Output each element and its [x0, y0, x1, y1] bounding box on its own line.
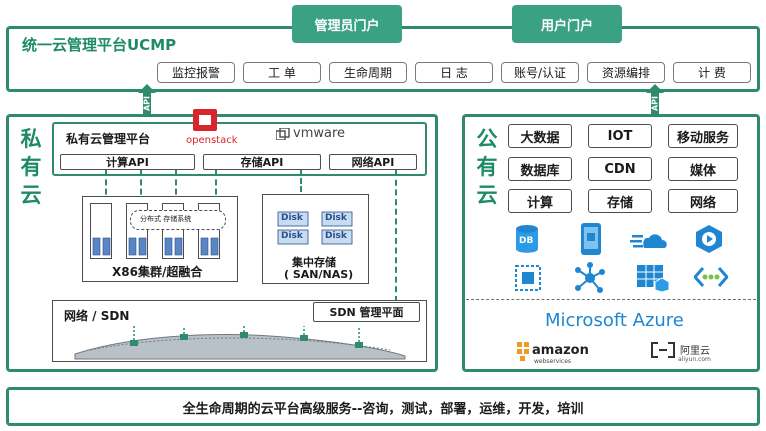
cluster-node-4	[198, 203, 220, 259]
private-cloud-title-char-1: 私	[20, 127, 42, 151]
cluster-node-3	[162, 203, 184, 259]
network-sdn-label: 网络 / SDN	[64, 309, 130, 323]
service-iot[interactable]: IOT	[588, 124, 652, 148]
vmware-label: vmware	[293, 126, 346, 141]
module-account-auth[interactable]: 账号/认证	[501, 62, 579, 83]
azure-db-icon-text: DB	[519, 236, 534, 246]
distributed-storage-layer	[130, 210, 226, 230]
service-database[interactable]: 数据库	[508, 157, 572, 181]
cluster-node-1	[90, 203, 112, 259]
disk-label-3: Disk	[281, 231, 303, 241]
openstack-logo-icon	[193, 109, 217, 131]
azure-mobile-icon	[581, 223, 601, 255]
api-label-left: API	[142, 95, 152, 112]
module-lifecycle[interactable]: 生命周期	[329, 62, 407, 83]
connector-storage-1	[175, 170, 177, 204]
api-arrow-left	[138, 84, 156, 126]
ucmp-title: 统一云管理平台UCMP	[22, 36, 177, 54]
disk-label-2: Disk	[325, 213, 347, 223]
service-media[interactable]: 媒体	[668, 157, 738, 181]
private-cloud-title-char-2: 有	[20, 155, 42, 179]
connector-storage-3	[300, 170, 302, 200]
service-mobile[interactable]: 移动服务	[668, 124, 738, 148]
cluster-node-2	[126, 203, 148, 259]
server-icons	[92, 237, 219, 256]
x86-cluster-label: X86集群/超融合	[112, 265, 203, 279]
azure-db-icon	[516, 225, 538, 253]
distributed-storage-label: 分布式 存储系统	[140, 215, 192, 223]
service-bigdata[interactable]: 大数据	[508, 124, 572, 148]
network-api[interactable]: 网络API	[329, 154, 417, 170]
disk-label-4: Disk	[325, 231, 347, 241]
user-portal-button[interactable]: 用户门户	[512, 5, 622, 43]
azure-network-icon	[694, 267, 728, 287]
disk-icons	[277, 211, 353, 245]
storage-api[interactable]: 存储API	[203, 154, 321, 170]
service-compute[interactable]: 计算	[508, 189, 572, 213]
service-storage[interactable]: 存储	[588, 189, 652, 213]
connector-compute-2	[140, 170, 142, 204]
openstack-label: openstack	[186, 135, 238, 146]
azure-cdn-icon	[630, 234, 667, 248]
amazon-logo-text: amazon	[532, 343, 589, 358]
connector-storage-2	[215, 170, 217, 204]
public-cloud-divider	[466, 299, 756, 300]
sdn-control-plane[interactable]: SDN 管理平面	[313, 302, 420, 322]
sdn-network-fabric-icon	[74, 326, 406, 360]
central-storage-label: 集中存储	[292, 256, 336, 269]
module-log[interactable]: 日 志	[415, 62, 493, 83]
aliyun-logo-subtext: aliyun.com	[678, 356, 711, 363]
azure-media-icon	[696, 225, 722, 253]
azure-iot-icon	[575, 262, 605, 293]
vmware-logo-icon	[276, 128, 290, 140]
aliyun-logo-icon	[651, 342, 675, 358]
central-storage-sublabel: ( SAN/NAS)	[284, 268, 354, 281]
module-resource-orchestration[interactable]: 资源编排	[587, 62, 665, 83]
connector-network-horizontal	[395, 170, 396, 172]
public-cloud-title-char-3: 云	[476, 183, 498, 207]
connector-compute-1	[105, 170, 107, 204]
api-arrow-right	[646, 84, 664, 126]
module-monitor-alarm[interactable]: 监控报警	[157, 62, 235, 83]
azure-compute-icon	[515, 265, 541, 291]
public-cloud-title-char-2: 有	[476, 155, 498, 179]
service-cdn[interactable]: CDN	[588, 157, 652, 181]
admin-portal-button[interactable]: 管理员门户	[292, 5, 402, 43]
aliyun-logo-text: 阿里云	[680, 346, 710, 357]
connector-network	[395, 170, 397, 302]
disk-label-1: Disk	[281, 213, 303, 223]
lifecycle-services-banner	[6, 387, 760, 426]
service-network[interactable]: 网络	[668, 189, 738, 213]
microsoft-azure-logo: Microsoft Azure	[545, 310, 684, 331]
amazon-logo-subtext: webservices	[534, 358, 572, 365]
compute-api[interactable]: 计算API	[60, 154, 195, 170]
api-label-right: API	[650, 95, 660, 112]
module-billing[interactable]: 计 费	[673, 62, 751, 83]
public-cloud-title-char-1: 公	[476, 127, 498, 151]
private-mgmt-title: 私有云管理平台	[66, 132, 151, 146]
lifecycle-services-text: 全生命周期的云平台高级服务--咨询，测试，部署，运维，开发，培训	[182, 402, 584, 417]
amazon-logo-icon	[517, 342, 529, 361]
module-ticket[interactable]: 工 单	[243, 62, 321, 83]
azure-storage-icon	[637, 265, 670, 292]
private-cloud-title-char-3: 云	[20, 183, 42, 207]
